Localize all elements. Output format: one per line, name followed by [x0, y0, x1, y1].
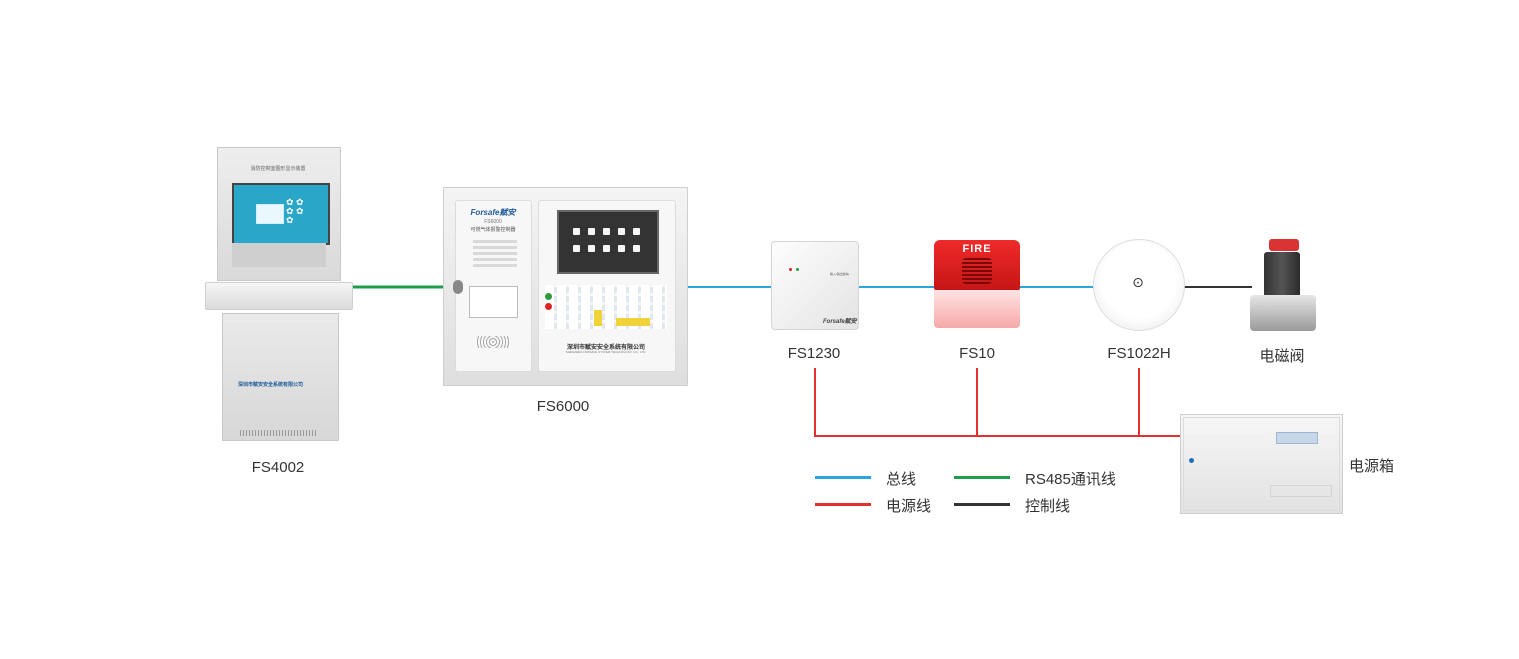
controller-brand: Forsafe赋安: [470, 208, 516, 217]
app-icon: [618, 245, 625, 252]
console-base-cabinet: [222, 313, 339, 441]
yellow-key-icon: [594, 310, 602, 326]
led-icon: [789, 268, 792, 271]
yellow-key-icon: [616, 318, 650, 326]
power-box-door: [1183, 417, 1340, 511]
strobe-lens: [934, 290, 1020, 328]
module-housing: [771, 241, 859, 330]
app-icon: [573, 245, 580, 252]
valve-body: [1250, 295, 1316, 331]
legend-control-swatch: [954, 503, 1010, 506]
monitor-icon: [256, 204, 284, 224]
fs1022h-label: FS1022H: [1107, 345, 1171, 362]
lock-icon: [1189, 458, 1194, 463]
legend-power-swatch: [815, 503, 871, 506]
module-tag: 输入/输出模块: [830, 272, 849, 276]
power-box-cabinet: [1180, 414, 1343, 514]
sensor-icon: ⊙: [1132, 274, 1144, 290]
power-wire: [814, 368, 1180, 437]
console-control-panel: [232, 243, 326, 267]
detector-housing: [1093, 239, 1185, 331]
valve-coil: [1264, 252, 1300, 297]
valve-reset-cap: [1269, 239, 1299, 251]
controller-company-en: SHENZHEN FORSAFE SYSTEM TECHNOLOGY CO., …: [565, 350, 647, 354]
legend-rs485-swatch: [954, 476, 1010, 479]
app-icon: [603, 228, 610, 235]
app-icon: [618, 228, 625, 235]
module-brand: Forsafe赋安: [823, 319, 857, 325]
speaker-icon: [962, 258, 992, 284]
led-icon: [796, 268, 799, 271]
app-icon: [633, 228, 640, 235]
fs10-label: FS10: [959, 345, 995, 362]
legend-power-label: 电源线: [886, 498, 932, 515]
valve-label: 电磁阀: [1259, 348, 1305, 365]
fs1230-label: FS1230: [787, 345, 841, 362]
console-company: 深圳市赋安安全系统有限公司: [238, 382, 304, 388]
controller-touchscreen: [557, 210, 659, 274]
legend-bus-swatch: [815, 476, 871, 479]
controller-indicators: [473, 237, 517, 267]
alarm-fire-text: FIRE: [962, 243, 992, 255]
gear-icon: ✿ ✿✿ ✿✿: [286, 197, 304, 225]
app-icon: [588, 245, 595, 252]
controller-name: 可燃气体报警控制器: [470, 227, 516, 233]
controller-model: FS6000: [484, 219, 502, 225]
console-screen-title: 消防控制室图形显示装置: [250, 166, 306, 172]
legend-bus-label: 总线: [886, 471, 917, 488]
fs4002-label: FS4002: [251, 459, 305, 476]
legend-rs485-label: RS485通讯线: [1025, 471, 1116, 488]
legend-control-label: 控制线: [1025, 498, 1071, 515]
speaker-grille: [477, 336, 509, 348]
red-button-icon: [545, 303, 552, 310]
printer-icon: [469, 286, 518, 318]
fs6000-label: FS6000: [536, 398, 590, 415]
key-lock-icon: [453, 280, 463, 294]
power-box-display: [1276, 432, 1318, 444]
app-icon: [633, 245, 640, 252]
app-icon: [603, 245, 610, 252]
power-box-slot: [1270, 485, 1332, 497]
controller-company: 深圳市赋安安全系统有限公司: [566, 345, 645, 351]
green-button-icon: [545, 293, 552, 300]
app-icon: [588, 228, 595, 235]
console-desk: [205, 282, 353, 310]
console-monitor: ✿ ✿✿ ✿✿: [232, 183, 330, 245]
console-vent: [240, 430, 316, 436]
app-icon: [573, 228, 580, 235]
power-box-label: 电源箱: [1349, 458, 1395, 475]
